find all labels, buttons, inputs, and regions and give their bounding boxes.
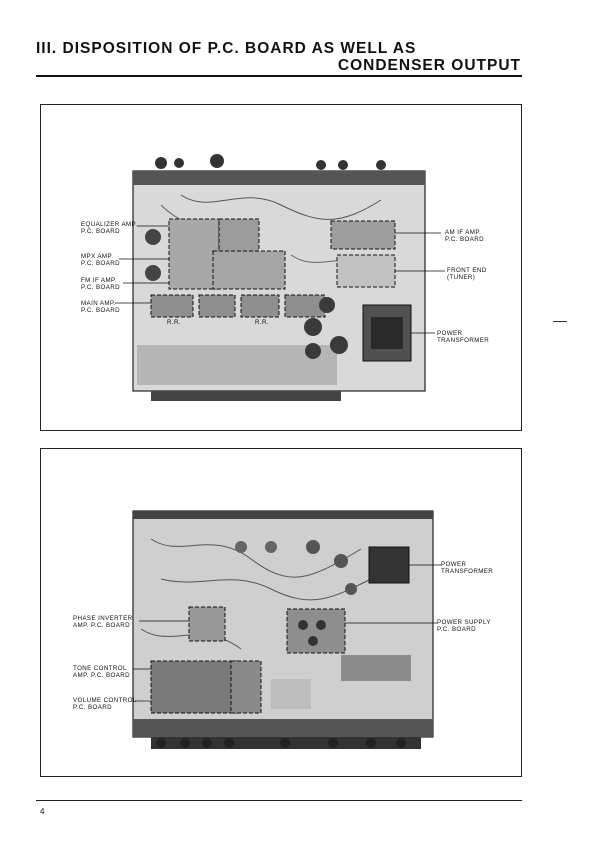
label-mpx-amp-board: MPX AMP. P.C. BOARD [81, 253, 120, 268]
page-title-line-2: CONDENSER OUTPUT [337, 57, 521, 74]
label-tone-control-board: TONE CONTROL AMP. P.C. BOARD [73, 665, 131, 680]
label-am-if-amp-board: AM IF AMP. P.C. BOARD [445, 229, 484, 244]
page-number: 4 [40, 807, 45, 816]
label-fm-if-amp-board: FM IF AMP. P.C. BOARD [81, 277, 120, 292]
label-power-transformer-bottom: POWER TRANSFORMER [441, 561, 494, 576]
label-volume-control-board: VOLUME CONTROL P.C. BOARD [73, 697, 137, 712]
label-rr-left: R.R. [167, 319, 181, 326]
footer-rule [36, 800, 522, 801]
page-title-line-1: III. DISPOSITION OF P.C. BOARD AS WELL A… [36, 40, 417, 57]
label-equalizer-amp-board: EQUALIZER AMP. P.C. BOARD [81, 221, 138, 236]
bottom-view-chassis-photo [132, 510, 441, 749]
margin-mark [553, 321, 567, 322]
label-power-transformer-top: POWER TRANSFORMER [437, 330, 490, 345]
label-rr-right: R.R. [255, 319, 269, 326]
label-front-end-tuner: FRONT END (TUNER) [447, 267, 487, 282]
label-phase-inverter-board: PHASE INVERTER AMP. P.C. BOARD [73, 615, 133, 630]
title-underline [36, 75, 522, 77]
top-view-figure: EQUALIZER AMP. P.C. BOARD MPX AMP. P.C. … [40, 104, 522, 431]
label-power-supply-board: POWER SUPPLY P.C. BOARD [437, 619, 491, 634]
top-view-chassis-photo [115, 154, 445, 401]
label-main-amp-board: MAIN AMP. P.C. BOARD [81, 300, 120, 315]
bottom-view-figure: POWER TRANSFORMER PHASE INVERTER AMP. P.… [40, 448, 522, 777]
